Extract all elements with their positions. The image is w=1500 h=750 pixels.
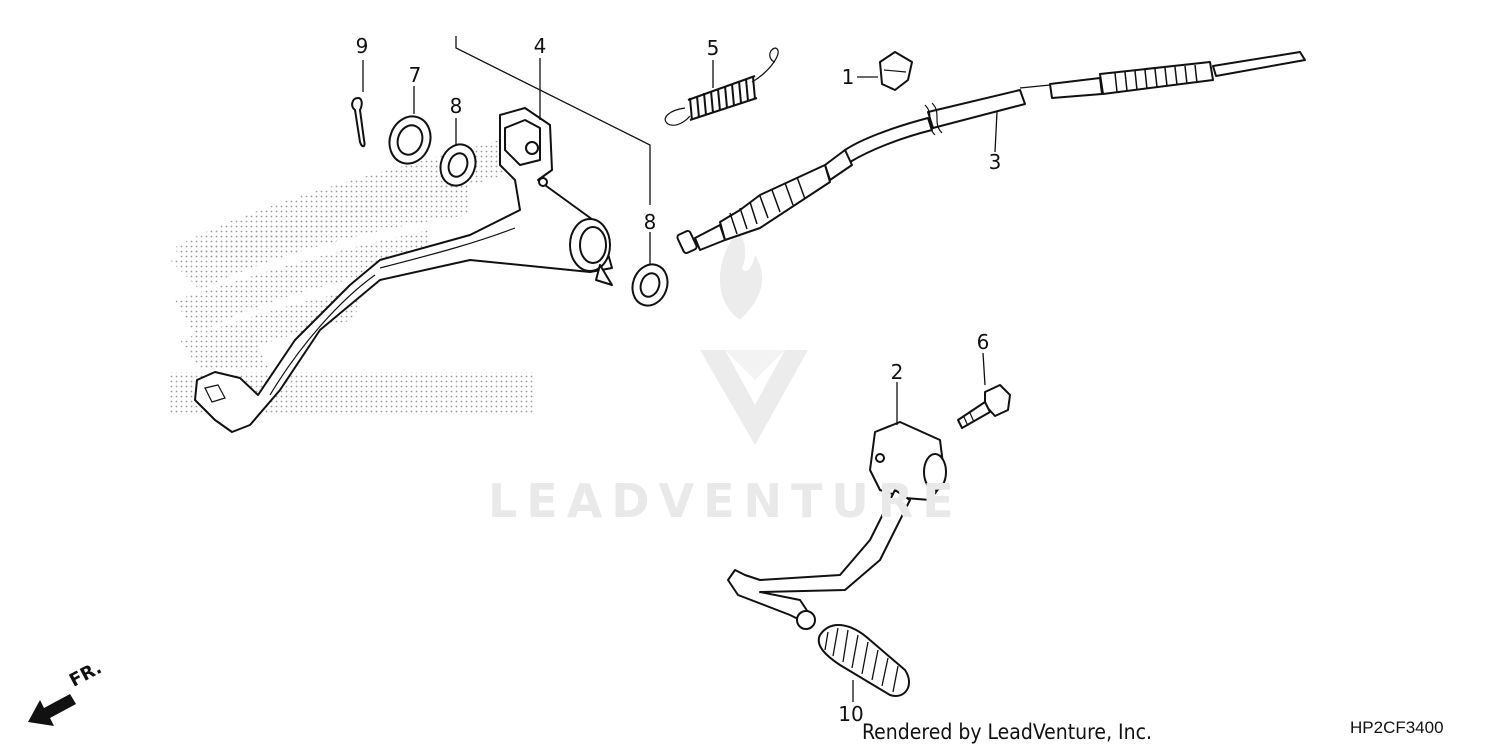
watermark-flame-logo <box>700 230 808 445</box>
callout-2[interactable]: 2 <box>890 360 904 384</box>
shift-pedal-part-2[interactable] <box>727 421 947 630</box>
render-credit: Rendered by LeadVenture, Inc. <box>862 720 1152 744</box>
bolt-part-6[interactable] <box>957 384 1011 429</box>
callout-6[interactable]: 6 <box>976 330 990 354</box>
oil-seal-part-8-upper[interactable] <box>435 139 481 190</box>
callout-5[interactable]: 5 <box>706 36 720 60</box>
return-spring-part-5[interactable] <box>664 47 779 126</box>
cable-clip-part-1[interactable] <box>879 51 913 91</box>
callout-10[interactable]: 10 <box>838 702 864 726</box>
front-direction-arrow <box>28 694 76 726</box>
callout-3[interactable]: 3 <box>988 150 1002 174</box>
cotter-pin-part-9[interactable] <box>351 97 366 148</box>
brake-cable-part-3[interactable] <box>676 51 1306 255</box>
watermark-brand-text: LEADVENTURE <box>488 474 963 528</box>
callout-9[interactable]: 9 <box>355 34 369 58</box>
pedal-rubber-part-10[interactable] <box>817 623 910 697</box>
callout-8-lower[interactable]: 8 <box>643 210 657 234</box>
callout-7[interactable]: 7 <box>408 63 422 87</box>
washer-part-7[interactable] <box>383 111 437 170</box>
diagram-code: HP2CF3400 <box>1350 718 1444 737</box>
leader-lines <box>362 36 998 702</box>
callout-4[interactable]: 4 <box>533 34 547 58</box>
oil-seal-part-8-lower[interactable] <box>627 259 673 310</box>
callout-8-upper[interactable]: 8 <box>449 94 463 118</box>
brake-pedal-part-4[interactable] <box>194 107 613 433</box>
callout-1[interactable]: 1 <box>841 65 855 89</box>
